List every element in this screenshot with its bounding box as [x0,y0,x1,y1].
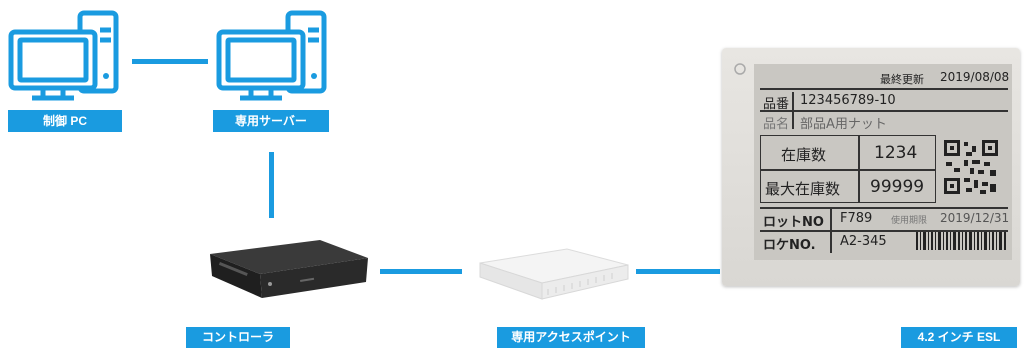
server-icon [216,10,327,101]
esl-part-name: 部品A用ナット [800,117,887,132]
esl-lot-label: ロットNO [763,215,824,230]
esl-max-stock-label: 最大在庫数 [765,180,841,198]
esl-part-name-label: 品名 [763,117,790,132]
controller-device [210,240,368,298]
control-pc-label: 制御 PC [8,110,122,132]
link-controller-ap [380,269,462,274]
esl-label: 4.2 インチ ESL [901,327,1017,348]
esl-screen [754,64,1012,260]
esl-lot-value: F789 [840,211,873,226]
esl-stock-value: 1234 [874,143,918,163]
esl-location-value: A2-345 [840,234,887,249]
controller-label: コントローラ [186,327,290,348]
esl-max-stock-value: 99999 [870,177,925,197]
access-point-device [479,248,629,300]
esl-expiry-date: 2019/12/31 [940,211,1010,225]
esl-divider-2 [760,110,1008,112]
esl-divider-4 [760,230,1008,232]
esl-last-update-date: 2019/08/08 [940,70,1010,84]
esl-divider-3 [760,207,1008,209]
access-point-label: 専用アクセスポイント [497,327,645,348]
esl-expiry-label: 使用期限 [891,216,928,226]
control-pc-icon [8,10,119,101]
qr-code-icon [944,140,998,194]
esl-stock-divider-v [858,135,860,203]
esl-part-no: 123456789-10 [800,93,896,108]
server-label: 専用サーバー [213,110,329,132]
esl-part-no-label: 品番 [763,97,790,112]
esl-stock-label: 在庫数 [781,146,827,164]
esl-last-update-label: 最終更新 [880,73,924,86]
esl-stock-divider-h [760,169,936,171]
esl-location-label: ロケNO. [763,238,816,253]
link-pc-server [132,59,208,64]
barcode-icon [916,232,1006,250]
esl-logo-icon [734,63,746,75]
link-server-controller [269,152,274,218]
esl-divider-top [760,88,1008,90]
link-ap-esl [636,269,720,274]
